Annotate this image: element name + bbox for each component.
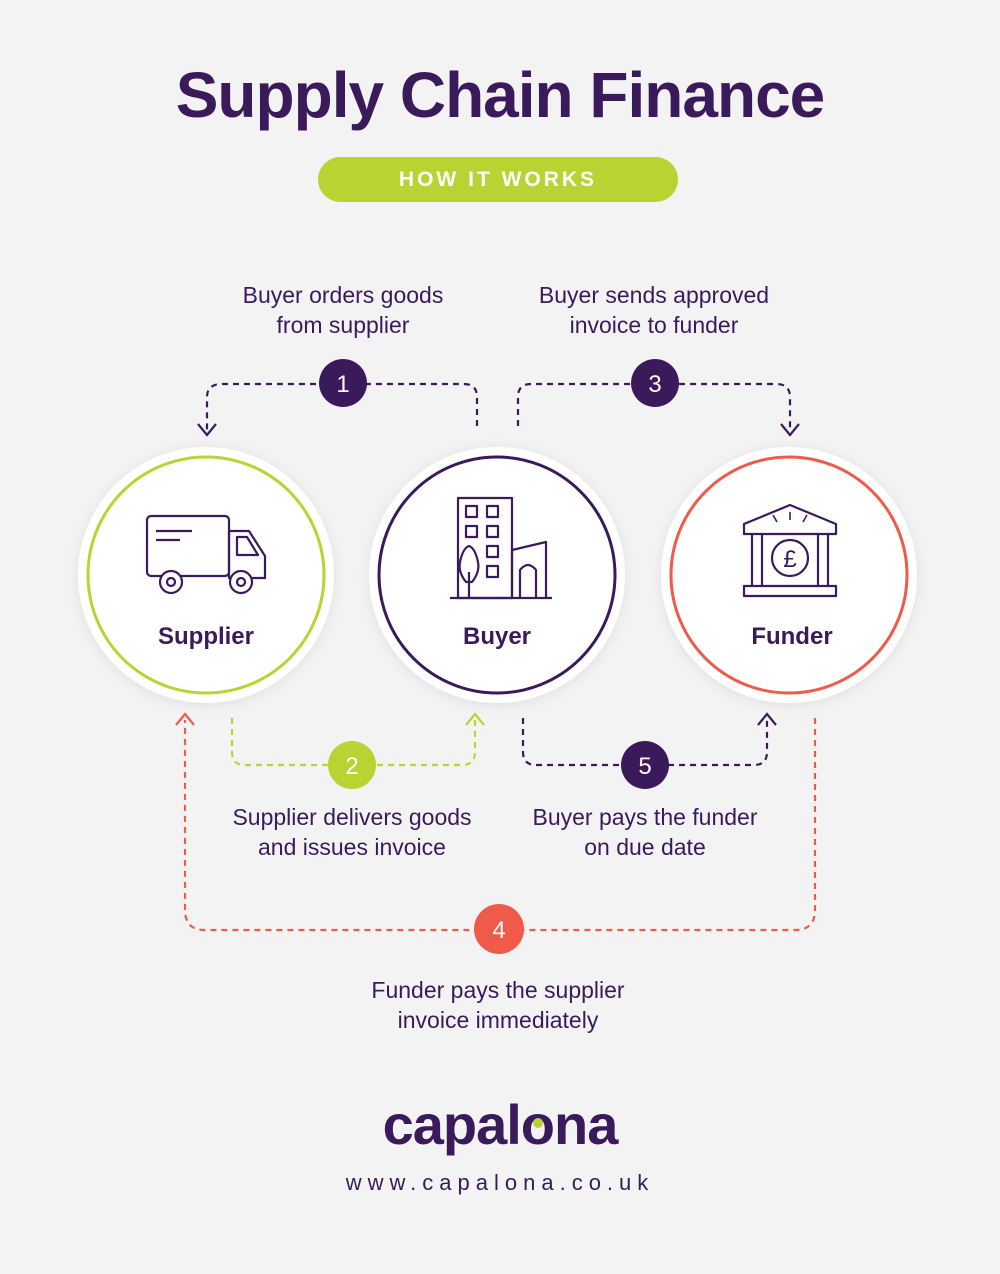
step-1-arrowhead	[197, 423, 217, 437]
step-1-caption-line2: from supplier	[276, 312, 410, 338]
step-1-badge: 1	[319, 359, 367, 407]
step-5-caption: Buyer pays the funder on due date	[485, 802, 805, 862]
step-2-connector	[230, 718, 477, 767]
step-3-caption-line1: Buyer sends approved	[538, 282, 770, 308]
capalona-logo: capalona	[382, 1093, 619, 1156]
step-4-badge: 4	[474, 904, 524, 954]
step-2-arrowhead	[465, 712, 485, 726]
step-1-caption: Buyer orders goods from supplier	[183, 280, 503, 340]
step-4-arrowhead	[175, 712, 195, 726]
pound-glyph: £	[783, 546, 796, 573]
buildings-icon	[450, 496, 552, 600]
supplier-node: Supplier	[78, 447, 334, 703]
step-3-badge: 3	[631, 359, 679, 407]
step-1-number: 1	[336, 371, 349, 398]
bank-pound-icon: £	[742, 503, 838, 598]
buyer-label: Buyer	[463, 623, 531, 650]
buyer-node: Buyer	[369, 447, 625, 703]
step-5-number: 5	[638, 753, 651, 780]
page-title: Supply Chain Finance	[175, 59, 826, 131]
step-5-badge: 5	[621, 741, 669, 789]
step-5-connector	[521, 718, 769, 767]
funder-node: £ Funder	[661, 447, 917, 703]
delivery-truck-icon	[145, 514, 267, 595]
subtitle-badge: HOW IT WORKS	[318, 157, 678, 202]
step-4-caption: Funder pays the supplier invoice immedia…	[338, 975, 658, 1035]
step-4-number: 4	[492, 917, 505, 944]
logo-accent-dot	[533, 1118, 543, 1128]
step-2-caption-line2: and issues invoice	[258, 834, 446, 860]
step-2-badge: 2	[328, 741, 376, 789]
step-2-caption-line1: Supplier delivers goods	[232, 804, 472, 830]
step-5-caption-line2: on due date	[584, 834, 706, 860]
step-3-caption-line2: invoice to funder	[569, 312, 739, 338]
step-4-connector	[183, 718, 817, 932]
step-1-caption-line1: Buyer orders goods	[242, 282, 444, 308]
step-4-caption-line1: Funder pays the supplier	[371, 977, 625, 1003]
funder-label: Funder	[751, 623, 832, 650]
step-3-caption: Buyer sends approved invoice to funder	[494, 280, 814, 340]
step-3-arrowhead	[780, 423, 800, 437]
supplier-label: Supplier	[158, 623, 254, 650]
step-2-number: 2	[345, 753, 358, 780]
step-2-caption: Supplier delivers goods and issues invoi…	[192, 802, 512, 862]
step-3-number: 3	[648, 371, 661, 398]
step-3-connector	[516, 382, 792, 432]
website-link[interactable]: www.capalona.co.uk	[345, 1170, 655, 1195]
step-5-caption-line1: Buyer pays the funder	[532, 804, 758, 830]
step-4-caption-line2: invoice immediately	[397, 1007, 599, 1033]
step-5-arrowhead	[757, 712, 777, 726]
